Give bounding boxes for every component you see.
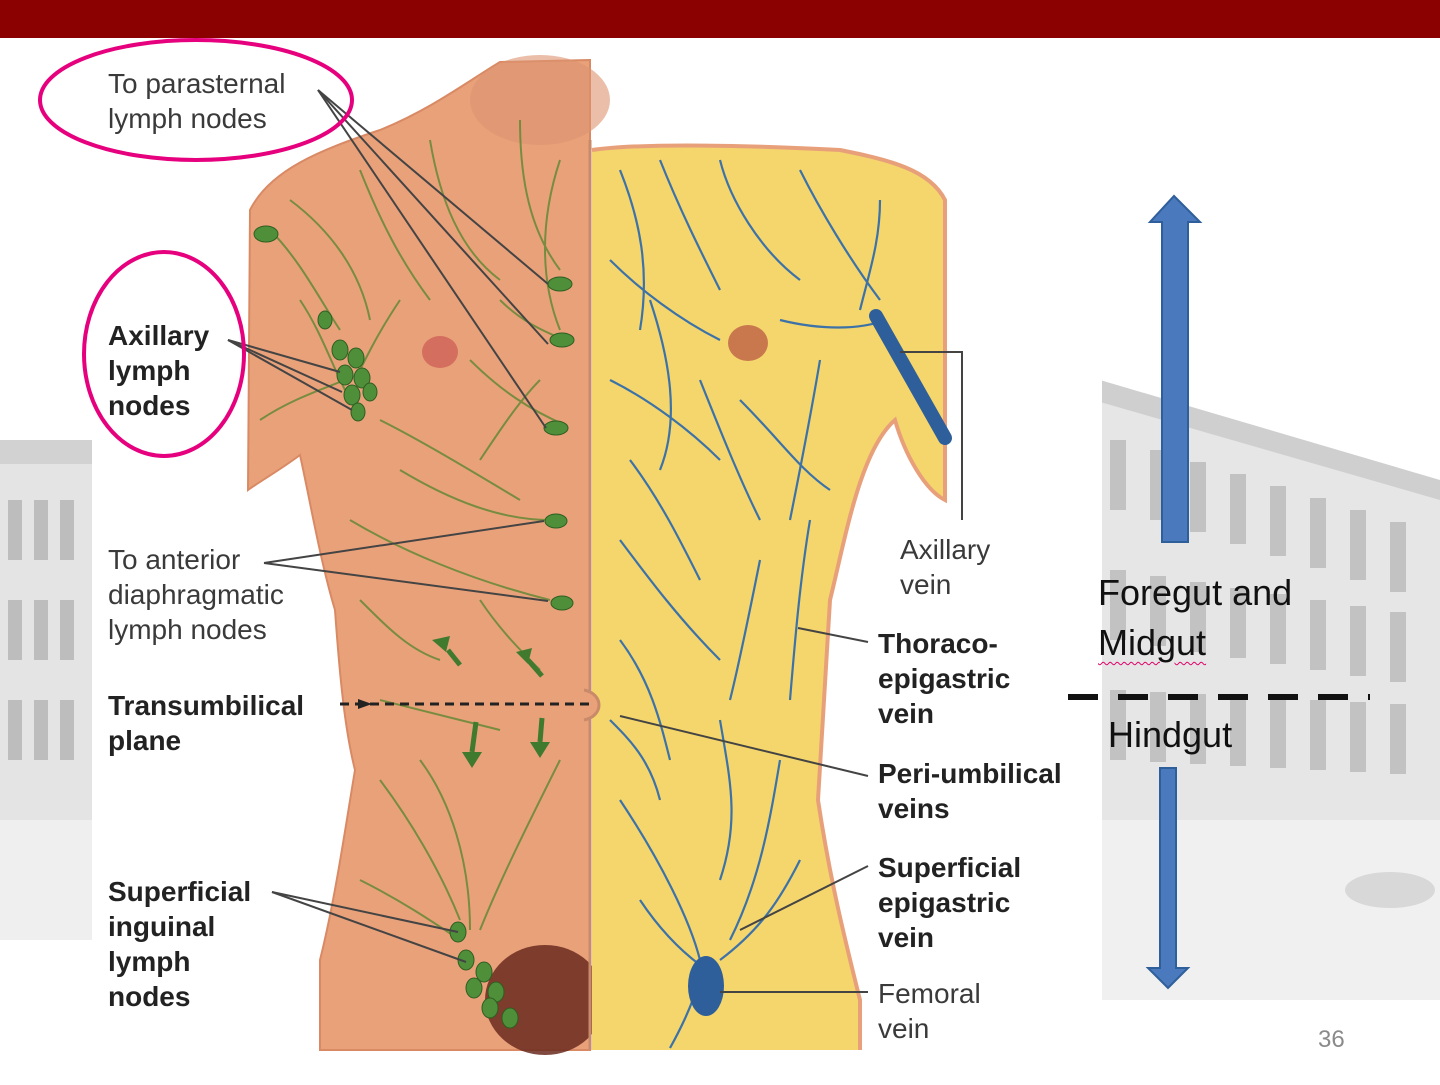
torso-right-fat (592, 145, 945, 1050)
label-line: Femoral (878, 978, 981, 1009)
label-transumbilical: Transumbilical plane (108, 688, 304, 758)
label-periumbilical: Peri-umbilical veins (878, 756, 1062, 826)
label-line: lymph nodes (108, 614, 267, 645)
label-axillary-vein: Axillary vein (900, 532, 990, 602)
label-line: vein (878, 922, 935, 953)
label-line: Superficial (108, 876, 252, 907)
label-line: To anterior (108, 544, 241, 575)
label-line: Thoraco- (878, 628, 998, 659)
label-inguinal: Superficial inguinal lymph nodes (108, 874, 251, 1014)
label-line: Superficial (878, 852, 1022, 883)
label-line: diaphragmatic (108, 579, 284, 610)
building-watermark-left (0, 440, 95, 940)
hindgut-label: Hindgut (1108, 714, 1233, 755)
label-superficial-epigastric: Superficial epigastric vein (878, 850, 1021, 955)
label-line: inguinal (108, 911, 216, 942)
label-diaphragmatic: To anterior diaphragmatic lymph nodes (108, 542, 284, 647)
label-line: nodes (108, 390, 191, 421)
midgut-label: Midgut (1098, 622, 1207, 663)
label-line: lymph (108, 946, 191, 977)
label-line: vein (900, 569, 952, 600)
label-line: Transumbilical (108, 690, 305, 721)
label-line: plane (108, 725, 182, 756)
label-line: To parasternal (108, 68, 286, 99)
label-line: epigastric (878, 887, 1011, 918)
label-femoral-vein: Femoral vein (878, 976, 981, 1046)
foregut-label: Foregut and (1098, 572, 1293, 613)
label-line: Axillary (108, 320, 210, 351)
label-line: vein (878, 1013, 930, 1044)
title-bar (0, 0, 1440, 38)
label-thoracoepigastric: Thoraco- epigastric vein (878, 626, 1010, 731)
label-line: lymph (108, 355, 191, 386)
up-arrow (1147, 194, 1203, 543)
label-axillary-nodes: Axillary lymph nodes (108, 318, 209, 423)
page-number: 36 (1318, 1026, 1345, 1053)
label-line: Peri-umbilical (878, 758, 1062, 789)
label-parasternal: To parasternal lymph nodes (108, 66, 285, 136)
label-line: Axillary (900, 534, 991, 565)
down-arrow (1145, 767, 1191, 990)
label-line: nodes (108, 981, 191, 1012)
label-line: vein (878, 698, 935, 729)
label-line: veins (878, 793, 950, 824)
label-line: lymph nodes (108, 103, 267, 134)
label-line: epigastric (878, 663, 1011, 694)
